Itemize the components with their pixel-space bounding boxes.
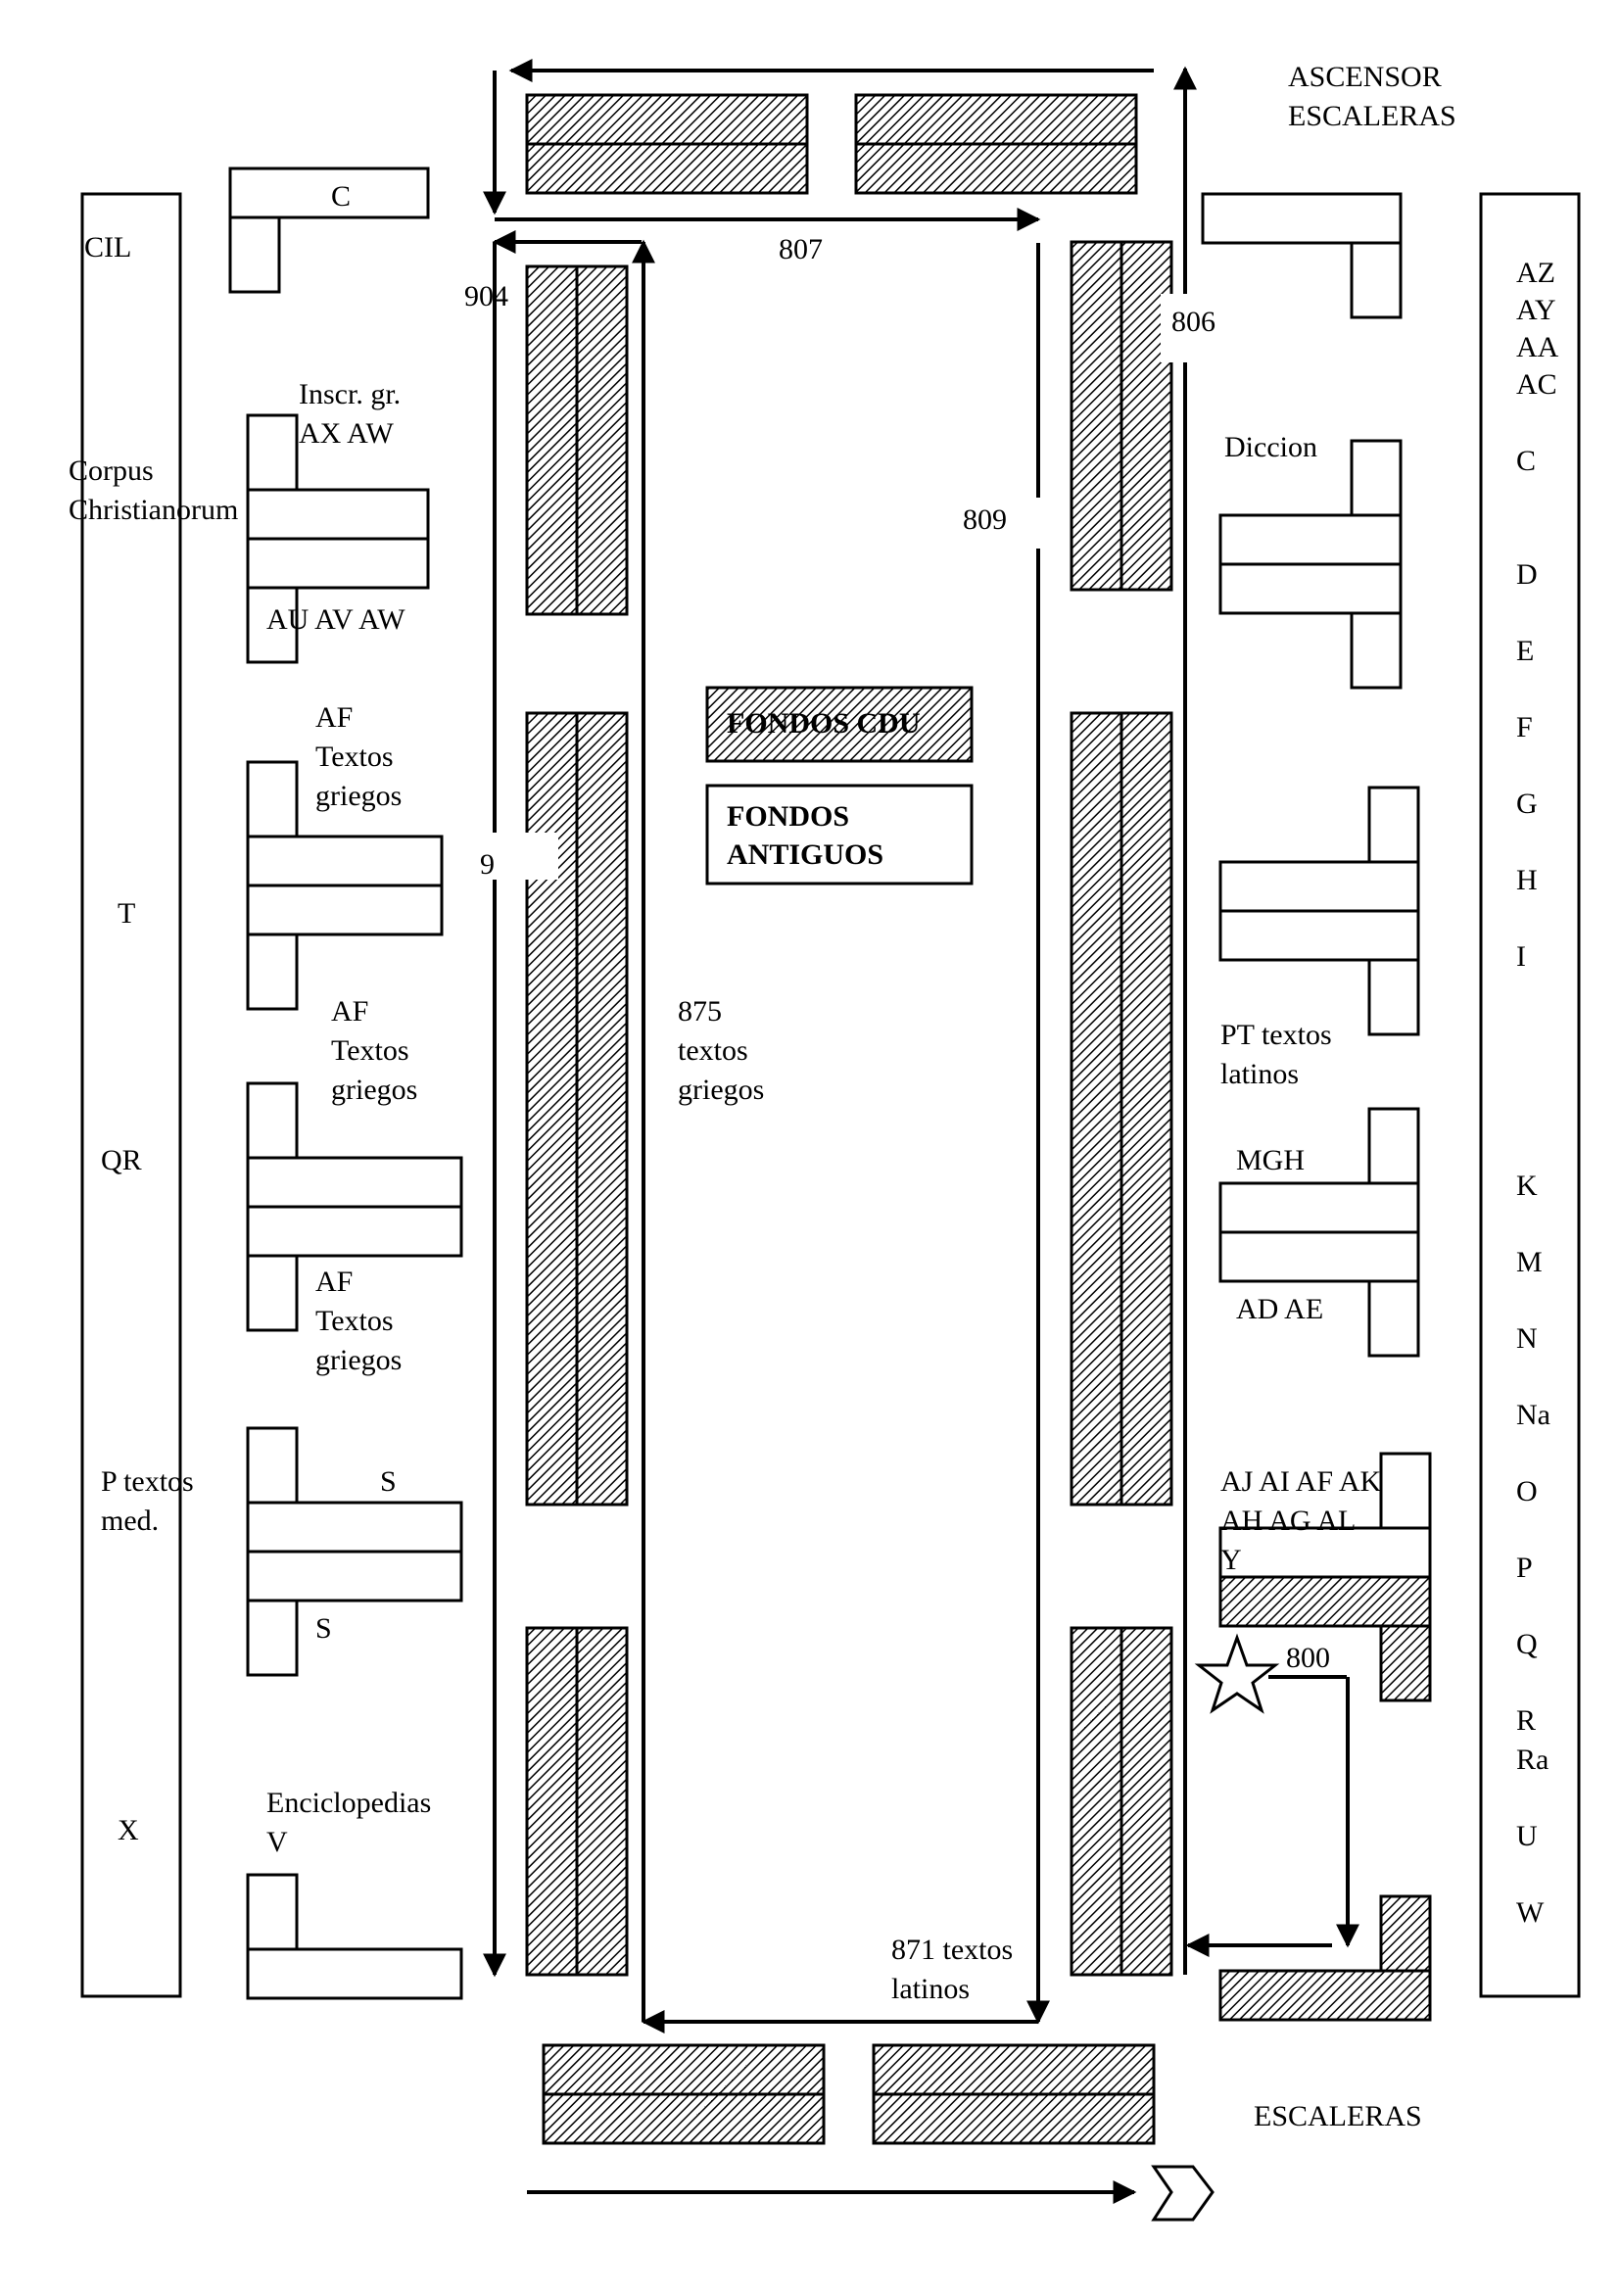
right-wall-label: N (1516, 1322, 1538, 1355)
right-wall-label: O (1516, 1475, 1538, 1507)
bottom-shelves (542, 2043, 1156, 2145)
label-875: 875 textos griegos (678, 995, 764, 1106)
right-wall-label: U (1516, 1820, 1538, 1852)
left-unit-au: AU AV AW (266, 603, 405, 636)
star-icon (1194, 1633, 1280, 1714)
right-wall-label: G (1516, 788, 1538, 820)
right-unit-adae: AD AE (1236, 1293, 1323, 1325)
label-871: 871 textos latinos (891, 1934, 1021, 2005)
left-unit-s1: S (380, 1465, 397, 1498)
left-unit-inscr: Inscr. gr. AX AW (299, 378, 408, 450)
right-wall-label: R (1516, 1704, 1536, 1737)
fondos-antiguos-box (705, 784, 974, 885)
label-904: 904 (464, 280, 508, 312)
right-wall-label: W (1516, 1896, 1545, 1929)
right-wall-label: P (1516, 1552, 1533, 1584)
left-unit-s2: S (315, 1612, 332, 1645)
right-unit-diccion: Diccion (1224, 431, 1317, 463)
left-stacks (525, 264, 629, 1977)
left-unit-af2: AF Textos griegos (331, 995, 417, 1106)
right-wall-label: AY (1516, 294, 1556, 326)
left-unit-af3: AF Textos griegos (315, 1266, 402, 1376)
right-wall-label: AA (1516, 331, 1559, 363)
chevron-right-icon (1151, 2165, 1215, 2222)
left-shelf-units (228, 167, 463, 2000)
right-wall-label: M (1516, 1246, 1543, 1278)
escaleras-bottom-label: ESCALERAS (1254, 2100, 1422, 2132)
left-wall-shelf (80, 192, 182, 1998)
right-wall-label: AC (1516, 368, 1557, 401)
left-wall-qr: QR (101, 1144, 142, 1176)
label-800: 800 (1286, 1642, 1330, 1674)
ascensor-label: ASCENSOR (1288, 61, 1442, 93)
label-9: 9 (480, 848, 495, 881)
right-wall-label: H (1516, 864, 1538, 896)
escaleras-top-label: ESCALERAS (1288, 100, 1456, 132)
right-wall-shelf (1479, 192, 1581, 1998)
left-unit-enciclopedias: Enciclopedias V (266, 1787, 439, 1858)
left-unit-af1: AF Textos griegos (315, 701, 402, 812)
label-809: 809 (963, 503, 1007, 536)
route-arrows (483, 59, 1359, 2204)
right-shelf-units (1201, 192, 1432, 2022)
top-shelves (525, 93, 1138, 195)
label-807: 807 (779, 233, 823, 265)
right-unit-pt: PT textos latinos (1220, 1019, 1339, 1090)
right-wall-label: C (1516, 445, 1536, 477)
right-wall-label: AZ (1516, 257, 1555, 289)
right-wall-labels: AZ AY AA AC C D E F G H I K M N Na O P Q… (1516, 257, 1559, 1929)
right-unit-aj: AJ AI AF AK AH AG AL Y (1220, 1465, 1389, 1576)
label-806: 806 (1171, 306, 1215, 338)
fondos-antiguos-label: FONDOS ANTIGUOS (727, 800, 883, 871)
left-wall-p-textos: P textos med. (101, 1465, 201, 1537)
right-wall-label: F (1516, 711, 1533, 743)
left-wall-x: X (118, 1814, 139, 1846)
left-wall-t: T (118, 897, 135, 930)
left-wall-cil: CIL (84, 231, 131, 263)
right-wall-label: Na (1516, 1399, 1550, 1431)
right-unit-mgh: MGH (1236, 1144, 1305, 1176)
right-wall-label: I (1516, 940, 1526, 973)
left-wall-corpus: Corpus Christianorum (69, 454, 238, 526)
right-wall-label: D (1516, 558, 1538, 591)
right-stacks (1070, 240, 1173, 1977)
right-wall-label: E (1516, 635, 1534, 667)
left-unit-c: C (331, 180, 351, 213)
fondos-cdu-label: FONDOS CDU (727, 707, 921, 740)
right-wall-label: Ra (1516, 1744, 1549, 1776)
fondos-cdu-box (705, 686, 974, 763)
right-wall-label: Q (1516, 1628, 1538, 1660)
right-wall-label: K (1516, 1170, 1538, 1202)
